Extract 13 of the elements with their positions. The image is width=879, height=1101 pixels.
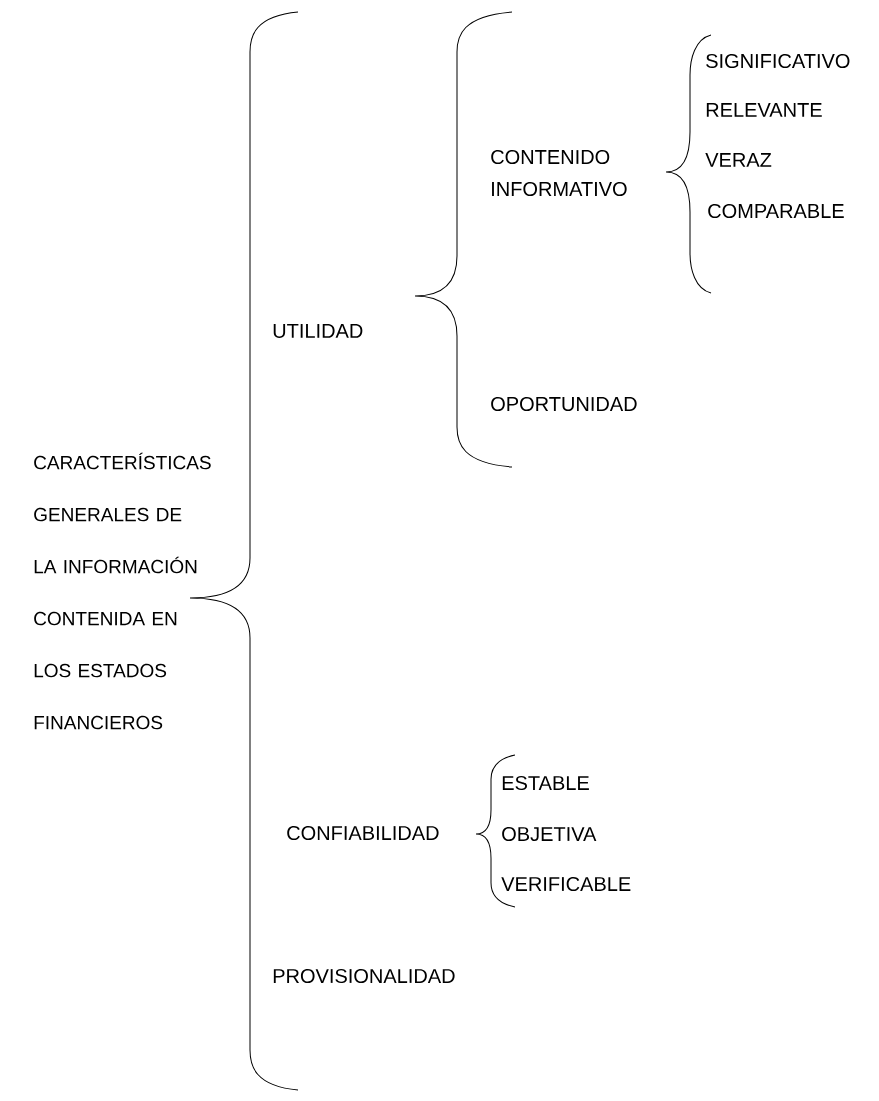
item-label: ESTABLE: [502, 775, 589, 791]
item-label: CONTENIDO INFORMATIVO: [491, 149, 627, 197]
item-label: PROVISIONALIDAD: [273, 968, 455, 984]
item-label: RELEVANTE: [706, 103, 822, 117]
item-label: VERAZ: [705, 153, 772, 167]
item-label: OPORTUNIDAD: [491, 396, 637, 412]
item-label: VERIFICABLE: [501, 876, 631, 892]
item-label: UTILIDAD: [273, 324, 363, 338]
item-label: OBJETIVA: [502, 826, 597, 842]
topic-label: CARACTERÍSTICAS GENERALES DE LA INFORMACIÓN CONTENIDA EN LOS ESTADOS FINANCIEROS: [34, 452, 211, 730]
item-label: COMPARABLE: [708, 203, 844, 219]
item-label: CONFIABILIDAD: [287, 825, 439, 841]
item-label: SIGNIFICATIVO: [706, 53, 850, 69]
